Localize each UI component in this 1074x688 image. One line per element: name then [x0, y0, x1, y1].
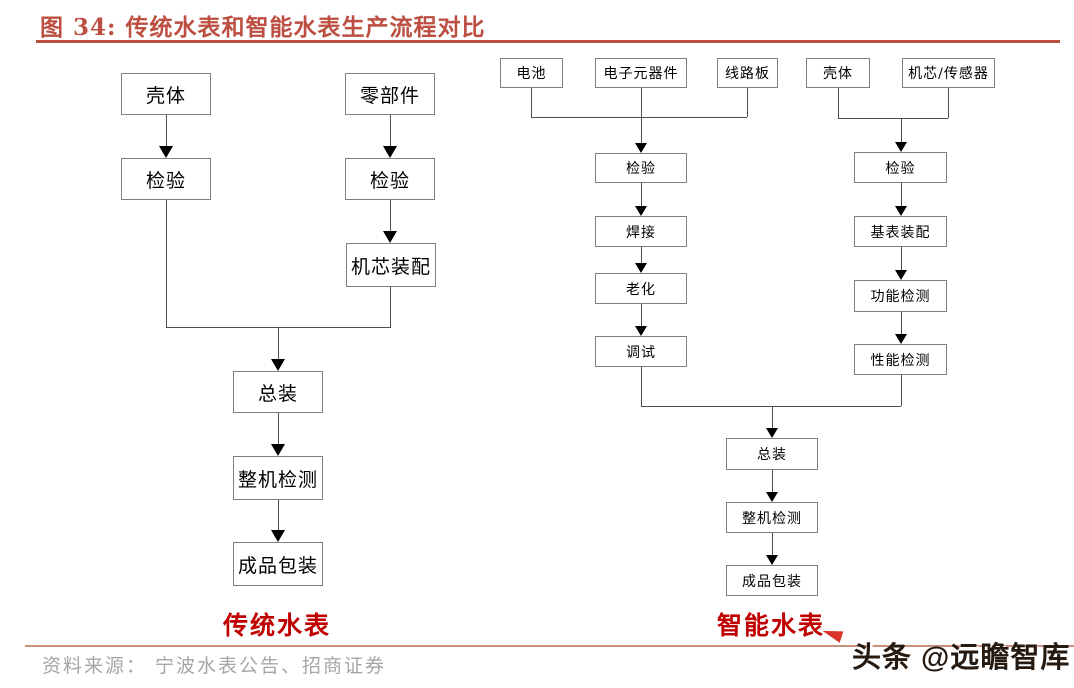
connector-line — [641, 367, 642, 406]
node-trad-inspection-left: 检验 — [121, 158, 211, 200]
connector-line — [901, 312, 902, 334]
connector-line — [948, 88, 949, 118]
connector-line — [390, 200, 391, 231]
source-note: 资料来源： 宁波水表公告、招商证券 — [42, 655, 387, 677]
arrowhead-icon — [159, 146, 173, 158]
node-smart-performance-test: 性能检测 — [854, 344, 947, 375]
connector-line — [166, 115, 167, 146]
node-smart-aging: 老化 — [595, 273, 687, 304]
caption-smart-meter: 智能水表 — [716, 611, 825, 640]
connector-line — [278, 327, 279, 359]
node-trad-complete-machine-test: 整机检测 — [233, 456, 323, 500]
arrowhead-icon — [766, 555, 778, 565]
connector-line — [641, 406, 901, 407]
connector-line — [166, 200, 167, 327]
connector-line — [838, 88, 839, 118]
connector-line — [901, 247, 902, 270]
node-smart-circuit-board: 线路板 — [717, 58, 778, 88]
connector-line — [747, 88, 748, 117]
connector-line — [901, 118, 902, 142]
connector-line — [641, 304, 642, 326]
node-smart-debugging: 调试 — [595, 336, 687, 367]
arrowhead-icon — [895, 270, 907, 280]
arrowhead-icon — [766, 492, 778, 502]
connector-line — [641, 183, 642, 206]
node-smart-finished-packaging: 成品包装 — [726, 565, 818, 596]
arrowhead-icon — [635, 143, 647, 153]
node-trad-movement-assembly: 机芯装配 — [346, 243, 436, 287]
node-smart-battery: 电池 — [500, 58, 563, 88]
node-smart-inspection-left: 检验 — [595, 153, 687, 183]
node-smart-electronic-components: 电子元器件 — [595, 58, 687, 88]
arrowhead-icon — [635, 263, 647, 273]
node-trad-parts: 零部件 — [345, 73, 435, 115]
connector-line — [531, 117, 747, 118]
node-trad-finished-packaging: 成品包装 — [233, 542, 323, 586]
arrowhead-icon — [635, 206, 647, 216]
arrowhead-icon — [383, 146, 397, 158]
connector-line — [838, 118, 948, 119]
footer-divider — [25, 645, 1074, 647]
arrowhead-icon — [271, 359, 285, 371]
arrowhead-icon — [895, 142, 907, 152]
arrowhead-icon — [895, 334, 907, 344]
node-smart-final-assembly: 总装 — [726, 438, 818, 470]
connector-line — [531, 88, 532, 117]
node-smart-welding: 焊接 — [595, 216, 687, 247]
node-trad-shell: 壳体 — [121, 73, 211, 115]
connector-line — [278, 413, 279, 444]
connector-line — [641, 88, 642, 143]
connector-line — [772, 533, 773, 555]
arrowhead-icon — [766, 428, 778, 438]
connector-line — [390, 115, 391, 146]
node-trad-final-assembly: 总装 — [233, 371, 323, 413]
connector-line — [278, 500, 279, 530]
connector-line — [390, 287, 391, 327]
connector-line — [772, 406, 773, 428]
connector-line — [901, 375, 902, 406]
connector-line — [901, 183, 902, 206]
node-smart-complete-machine-test: 整机检测 — [726, 502, 818, 533]
caption-traditional-meter: 传统水表 — [222, 611, 331, 640]
connector-line — [772, 470, 773, 492]
figure-title: 图 34: 传统水表和智能水表生产流程对比 — [40, 14, 486, 41]
title-underline — [36, 40, 1060, 43]
node-smart-movement-sensor: 机芯/传感器 — [902, 58, 995, 88]
watermark-toutiao: 头条 @远瞻智库 — [852, 642, 1071, 674]
arrowhead-icon — [895, 206, 907, 216]
arrowhead-icon — [635, 326, 647, 336]
connector-line — [641, 247, 642, 263]
arrowhead-icon — [271, 530, 285, 542]
node-smart-shell: 壳体 — [806, 58, 870, 88]
node-smart-base-meter-assembly: 基表装配 — [854, 216, 947, 247]
node-trad-inspection-right: 检验 — [345, 158, 435, 200]
arrowhead-icon — [383, 231, 397, 243]
arrowhead-icon — [271, 444, 285, 456]
node-smart-inspection-right: 检验 — [854, 152, 947, 183]
node-smart-function-test: 功能检测 — [854, 280, 947, 312]
